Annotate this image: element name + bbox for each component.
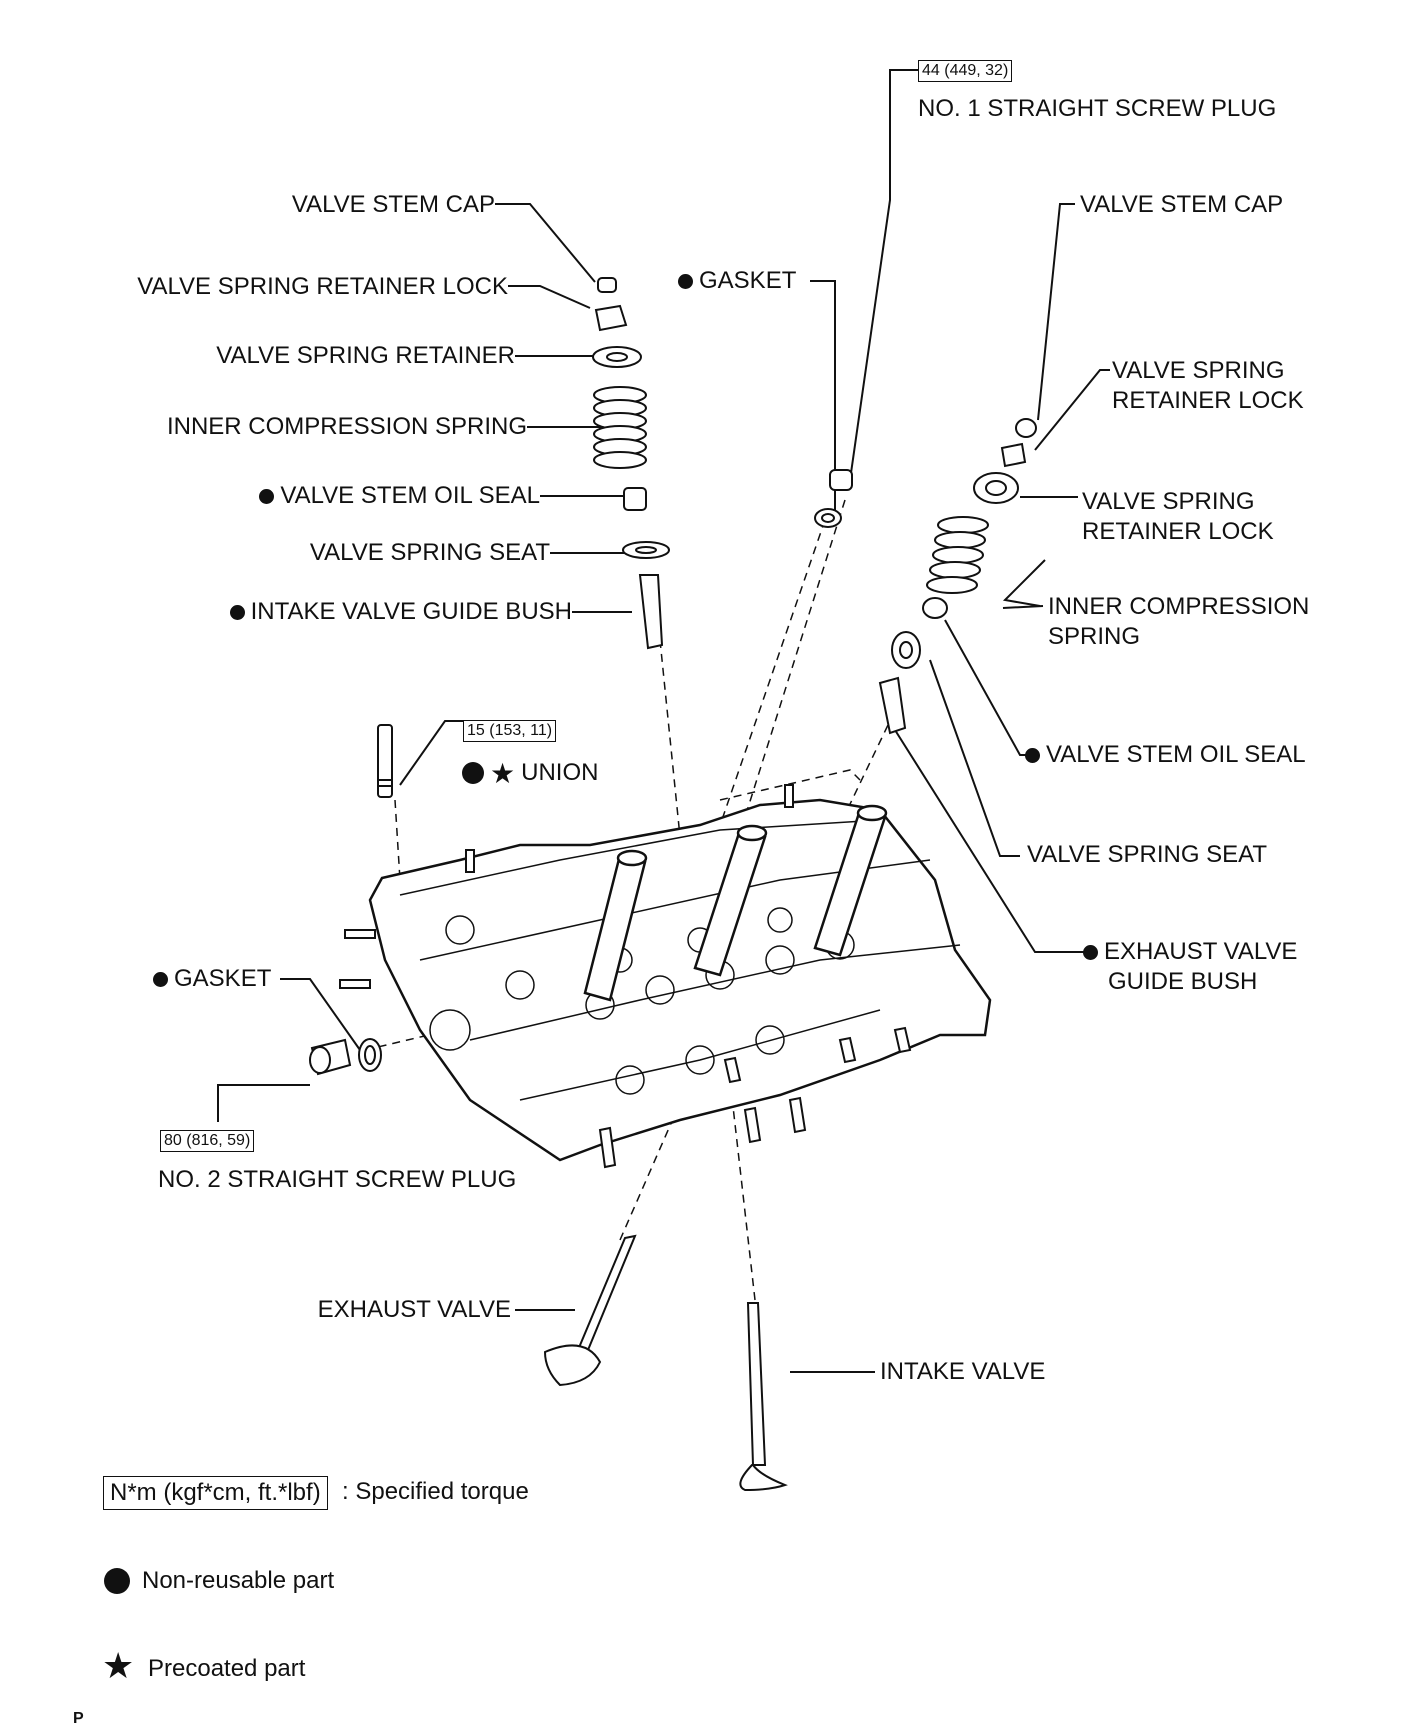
left-inner-compression-spring-label: INNER COMPRESSION SPRING — [166, 413, 527, 440]
legend-torque-text: : Specified torque — [342, 1478, 529, 1505]
left-valve-spring-seat-label: VALVE SPRING SEAT — [309, 539, 550, 566]
intake-valve-label: INTAKE VALVE — [880, 1358, 1046, 1385]
right-inner-compression-spring-label-2: SPRING — [1048, 623, 1141, 650]
non-reusable-dot-icon — [1083, 945, 1098, 960]
legend-non-reusable-dot-icon — [104, 1568, 130, 1594]
torque-union: 15 (153, 11) — [463, 720, 557, 742]
right-valve-spring-retainer-label-1: VALVE SPRING — [1082, 488, 1255, 515]
legend-precoated-star-icon: ★ — [102, 1645, 135, 1686]
torque-no1-plug: 44 (449, 32) — [918, 60, 1013, 82]
right-inner-compression-spring-label-1: INNER COMPRESSION — [1048, 593, 1310, 620]
union-label: ★UNION — [462, 758, 598, 788]
non-reusable-dot-icon — [678, 274, 693, 289]
precoated-star-icon: ★ — [490, 758, 516, 789]
left-valve-stem-cap-label: VALVE STEM CAP — [291, 191, 495, 218]
right-valve-spring-retainer-lock-label-2: RETAINER LOCK — [1112, 387, 1304, 414]
legend-precoated-text: Precoated part — [148, 1655, 306, 1682]
torque-no2-plug: 80 (816, 59) — [160, 1130, 255, 1152]
right-valve-spring-retainer-label-2: RETAINER LOCK — [1082, 518, 1274, 545]
page-code: P — [73, 1710, 84, 1727]
right-valve-spring-seat-label: VALVE SPRING SEAT — [1027, 841, 1268, 868]
non-reusable-dot-icon — [229, 605, 245, 620]
legend-torque-box: N*m (kgf*cm, ft.*lbf) — [103, 1476, 328, 1510]
right-valve-spring-retainer-lock-label-1: VALVE SPRING — [1112, 357, 1285, 384]
non-reusable-dot-icon — [1025, 748, 1040, 763]
no1-straight-screw-plug-label: NO. 1 STRAIGHT SCREW PLUG — [918, 95, 1277, 122]
no2-straight-screw-plug-label: NO. 2 STRAIGHT SCREW PLUG — [158, 1166, 517, 1193]
non-reusable-dot-icon — [259, 489, 275, 504]
non-reusable-dot-icon — [153, 972, 168, 987]
left-valve-spring-retainer-label: VALVE SPRING RETAINER — [216, 342, 515, 369]
legend-non-reusable-text: Non-reusable part — [142, 1567, 335, 1594]
exhaust-valve-label: EXHAUST VALVE — [317, 1296, 511, 1323]
non-reusable-dot-icon — [462, 762, 484, 784]
exhaust-valve-guide-bush-label-2: GUIDE BUSH — [1108, 968, 1258, 995]
left-valve-spring-retainer-lock-label: VALVE SPRING RETAINER LOCK — [137, 273, 508, 300]
intake-valve-guide-bush-label: INTAKE VALVE GUIDE BUSH — [229, 597, 572, 627]
right-valve-stem-cap-label: VALVE STEM CAP — [1080, 191, 1284, 218]
left-valve-stem-oil-seal-label: VALVE STEM OIL SEAL — [259, 481, 540, 511]
right-valve-stem-oil-seal-label: VALVE STEM OIL SEAL — [1025, 740, 1306, 770]
left-gasket-label: GASKET — [153, 964, 271, 994]
top-gasket-label: GASKET — [678, 266, 796, 296]
exhaust-valve-guide-bush-label-1: EXHAUST VALVE — [1083, 937, 1297, 967]
